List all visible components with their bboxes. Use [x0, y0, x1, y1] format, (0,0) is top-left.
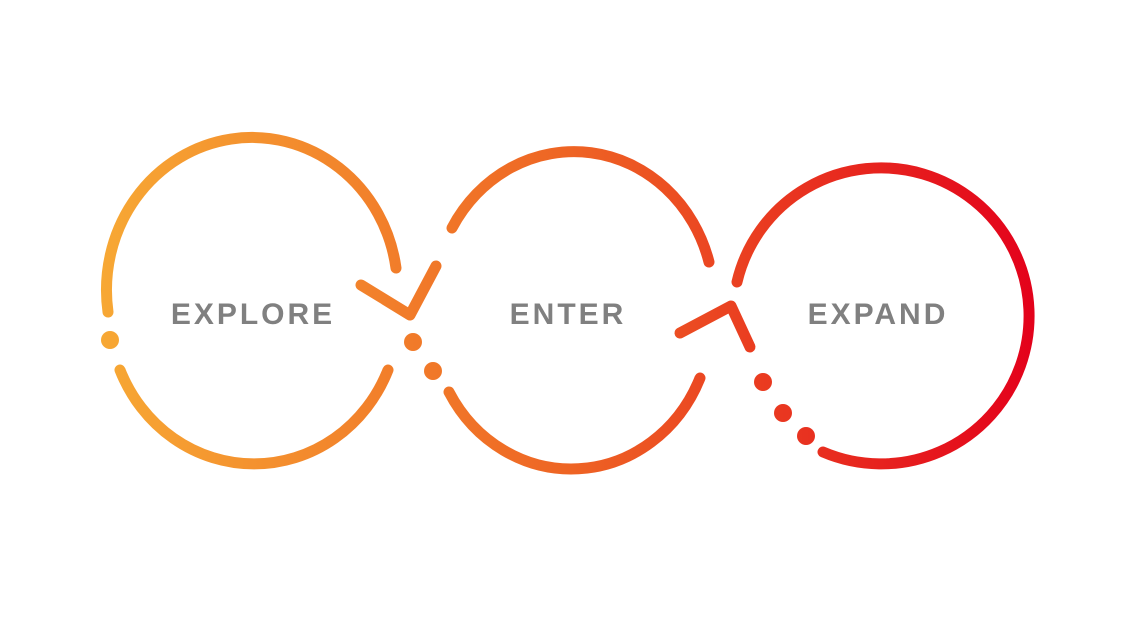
- expand-ring-dot-1: [754, 373, 772, 391]
- expand-ring-dot-2: [774, 404, 792, 422]
- enter-ring-dot-2: [424, 362, 442, 380]
- expand-ring-dot-3: [797, 427, 815, 445]
- explore-ring-lower-arc: [114, 364, 394, 470]
- explore-ring-dot: [101, 331, 119, 349]
- enter-ring-upper-arc: [446, 146, 715, 268]
- enter-ring-dot-1: [404, 333, 422, 351]
- explore-ring-upper-arc: [100, 131, 402, 318]
- stage-label-expand: EXPAND: [808, 298, 949, 331]
- explore-to-enter-arrow: [355, 260, 442, 321]
- enter-to-expand-arrow: [674, 300, 756, 353]
- enter-ring-lower-arc: [443, 372, 706, 475]
- stage-label-enter: ENTER: [510, 298, 627, 331]
- expand-ring-arc: [731, 162, 1035, 470]
- stage-label-explore: EXPLORE: [171, 298, 335, 331]
